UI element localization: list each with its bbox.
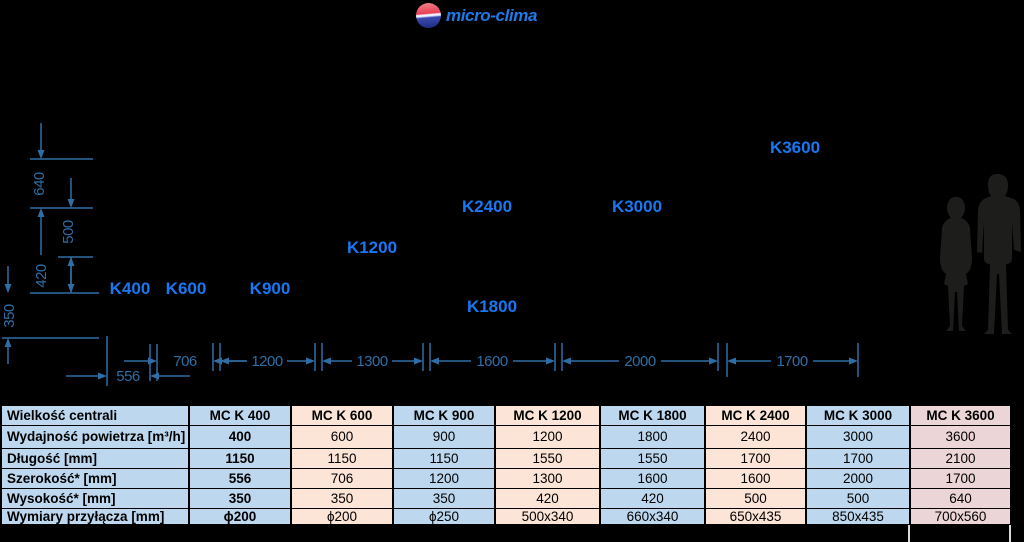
table-cell: 2000 [805,467,911,489]
unit-label-k600: K600 [166,279,207,298]
table-cell: 1150 [188,447,292,469]
extension-lines [2,158,859,386]
table-cell: 700x560 [909,507,1012,525]
row-label: Wydajność powietrza [m³/h] [0,424,190,449]
width-dim-label: 1700 [776,353,808,370]
table-cell: 1700 [909,467,1012,489]
row-label: Wysokość* [mm] [0,487,190,509]
table-header-cell: Wielkość centrali [0,404,190,426]
table-cell: 500x340 [494,507,601,525]
table-header-cell: MC K 600 [290,404,394,426]
width-dim-label: 1200 [251,353,283,370]
table-cell: 3000 [805,424,911,449]
table-cell: 1600 [599,467,706,489]
table-cell: 2400 [704,424,807,449]
table-cell: 1550 [599,447,706,469]
table-header-cell: MC K 1200 [494,404,601,426]
table-cell: 1200 [392,467,496,489]
unit-label-k400: K400 [110,279,151,298]
table-cell: 420 [494,487,601,509]
person-silhouette-woman [940,197,972,331]
table-cell: 556 [188,467,292,489]
table-cell: 350 [290,487,394,509]
table-cell: 500 [805,487,911,509]
table-cell: 1700 [805,447,911,469]
table-cell: 706 [290,467,394,489]
table-header-cell: MC K 3600 [909,404,1012,426]
brand-logo-icon [416,3,441,28]
table-cell: ϕ200 [290,507,394,525]
row-label: Długość [mm] [0,447,190,469]
table-cell: 1550 [494,447,601,469]
table-cell: 1200 [494,424,601,449]
table-cell: 650x435 [704,507,807,525]
unit-label-k3600: K3600 [770,138,820,157]
width-dim-label: 556 [116,368,140,385]
brand-logo-text: micro-clima [446,5,538,25]
table-header-cell: MC K 900 [392,404,496,426]
table-border-artifact [1009,525,1011,542]
unit-label-k1200: K1200 [347,238,397,257]
person-silhouette-man [977,174,1021,334]
table-cell: 600 [290,424,394,449]
width-dim-label: 2000 [624,353,656,370]
height-dim-label: 500 [60,220,77,244]
table-cell: ϕ250 [392,507,496,525]
table-cell: 420 [599,487,706,509]
table-header-cell: MC K 400 [188,404,292,426]
table-cell: 850x435 [805,507,911,525]
table-cell: 1600 [704,467,807,489]
width-dim-label: 1600 [476,353,508,370]
table-header-cell: MC K 2400 [704,404,807,426]
table-cell: 1800 [599,424,706,449]
table-cell: 1300 [494,467,601,489]
table-cell: 500 [704,487,807,509]
width-dim-label: 706 [173,353,197,370]
table-cell: 1150 [290,447,394,469]
table-cell: 660x340 [599,507,706,525]
table-cell: 1700 [704,447,807,469]
row-label: Szerokość* [mm] [0,467,190,489]
dimension-lines [7,123,850,377]
dimension-arrowheads [4,150,858,380]
unit-label-k3000: K3000 [612,197,662,216]
width-dim-label: 1300 [356,353,388,370]
unit-label-k1800: K1800 [467,297,517,316]
table-cell: 2100 [909,447,1012,469]
height-dim-label: 350 [1,304,18,328]
table-cell: ϕ200 [188,507,292,525]
table-cell: 3600 [909,424,1012,449]
table-cell: 350 [188,487,292,509]
row-label: Wymiary przyłącza [mm] [0,507,190,525]
table-cell: 1150 [392,447,496,469]
table-cell: 900 [392,424,496,449]
table-cell: 640 [909,487,1012,509]
table-cell: 350 [392,487,496,509]
table-cell: 400 [188,424,292,449]
dimension-diagram: 640 500 420 350 556 706 1200 1300 1600 2… [1,123,1021,386]
unit-label-k900: K900 [250,279,291,298]
height-dim-label: 640 [31,172,48,196]
unit-label-k2400: K2400 [462,197,512,216]
height-dim-label: 420 [33,264,50,288]
table-border-artifact [908,525,910,542]
table-header-cell: MC K 1800 [599,404,706,426]
table-header-cell: MC K 3000 [805,404,911,426]
brand-logo: micro-clima [416,3,537,28]
